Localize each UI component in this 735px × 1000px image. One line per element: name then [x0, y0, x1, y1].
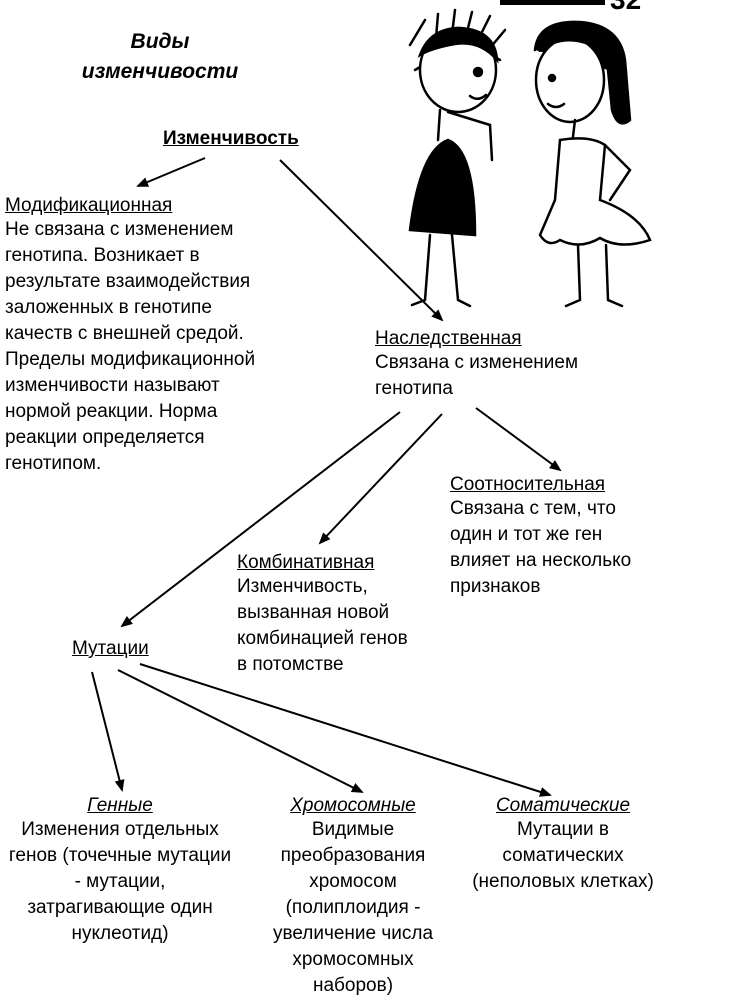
- somatic-mutations-label: Соматические: [495, 795, 631, 816]
- combinative-label: Комбинативная: [237, 552, 375, 573]
- text-line: хромосом: [309, 871, 397, 892]
- hereditary-label: Наследственная: [375, 328, 522, 349]
- gene-mutations-label: Генные: [87, 795, 153, 816]
- gene-mutations-description: Изменения отдельных генов (точечные мута…: [0, 817, 240, 947]
- text-line: вызванная новой: [237, 602, 390, 623]
- text-line: хромосомных: [292, 949, 414, 970]
- text-line: генов (точечные мутации: [8, 845, 232, 866]
- correlative-label: Соотносительная: [450, 474, 606, 495]
- modification-node: Модификационная Не связана с изменением …: [5, 195, 305, 477]
- text-line: комбинацией генов: [237, 628, 408, 649]
- combinative-description: Изменчивость, вызванная новой комбинацие…: [237, 574, 457, 678]
- text-line: увеличение числа: [272, 923, 434, 944]
- text-line: генотипом.: [5, 453, 102, 474]
- page-number: 32: [610, 0, 670, 16]
- text-line: изменчивости называют: [5, 375, 220, 396]
- text-line: генотипа: [375, 378, 453, 399]
- correlative-node: Соотносительная Связана с тем, что один …: [450, 474, 690, 600]
- girl-left: [408, 8, 507, 308]
- hereditary-description: Связана с изменением генотипа: [375, 350, 635, 402]
- text-line: влияет на несколько: [450, 550, 632, 571]
- girl-right: [533, 20, 652, 308]
- text-line: затрагивающие один: [27, 897, 213, 918]
- text-line: Связана с изменением: [375, 352, 579, 373]
- root-node-label: Изменчивость: [163, 128, 299, 149]
- arrow-root-to-hereditary: [279, 159, 444, 322]
- text-line: Пределы модификационной: [5, 349, 256, 370]
- arrow-hereditary-to-correlative: [475, 407, 562, 472]
- top-rule: [500, 0, 605, 5]
- diagram-title: Виды изменчивости: [40, 27, 280, 87]
- chromosomal-mutations-label: Хромосомные: [290, 795, 416, 816]
- text-line: заложенных в генотипе: [5, 297, 212, 318]
- title-line-2: изменчивости: [81, 60, 239, 83]
- combinative-node: Комбинативная Изменчивость, вызванная но…: [237, 552, 457, 678]
- arrow-root-to-modification: [136, 157, 206, 187]
- text-line: (полиплоидия -: [285, 897, 421, 918]
- arrow-mutations-to-somatic: [139, 663, 552, 797]
- title-line-1: Виды: [130, 30, 190, 53]
- text-line: соматических: [502, 845, 624, 866]
- chromosomal-mutations-description: Видимые преобразования хромосом (полипло…: [258, 817, 448, 999]
- text-line: результате взаимодействия: [5, 271, 251, 292]
- text-line: Связана с тем, что: [450, 498, 616, 519]
- text-line: качеств с внешней средой.: [5, 323, 244, 344]
- text-line: один и тот же ген: [450, 524, 603, 545]
- text-line: в потомстве: [237, 654, 344, 675]
- modification-description: Не связана с изменением генотипа. Возник…: [5, 217, 305, 477]
- chromosomal-mutations-node: Хромосомные Видимые преобразования хромо…: [258, 795, 448, 999]
- somatic-mutations-node: Соматические Мутации в соматических (неп…: [458, 795, 668, 895]
- text-line: признаков: [450, 576, 541, 597]
- text-line: Не связана с изменением: [5, 219, 234, 240]
- text-line: - мутации,: [74, 871, 166, 892]
- correlative-description: Связана с тем, что один и тот же ген вли…: [450, 496, 690, 600]
- text-line: нуклеотид): [71, 923, 169, 944]
- mutations-label: Мутации: [72, 638, 149, 659]
- arrow-mutations-to-gene: [91, 671, 125, 792]
- arrow-mutations-to-chromosomal: [117, 669, 364, 793]
- text-line: Изменения отдельных: [21, 819, 219, 840]
- arrow-hereditary-to-mutations: [120, 411, 401, 628]
- text-line: (неполовых клетках): [472, 871, 654, 892]
- text-line: Мутации в: [516, 819, 610, 840]
- gene-mutations-node: Генные Изменения отдельных генов (точечн…: [0, 795, 240, 947]
- arrow-hereditary-to-combinative: [318, 413, 443, 545]
- somatic-mutations-description: Мутации в соматических (неполовых клетка…: [458, 817, 668, 895]
- text-line: реакции определяется: [5, 427, 205, 448]
- text-line: Видимые: [311, 819, 395, 840]
- modification-label: Модификационная: [5, 195, 173, 216]
- hereditary-node: Наследственная Связана с изменением гено…: [375, 328, 635, 402]
- text-line: преобразования: [280, 845, 426, 866]
- text-line: наборов): [312, 975, 394, 996]
- text-line: генотипа. Возникает в: [5, 245, 200, 266]
- text-line: Изменчивость,: [237, 576, 368, 597]
- text-line: нормой реакции. Норма: [5, 401, 218, 422]
